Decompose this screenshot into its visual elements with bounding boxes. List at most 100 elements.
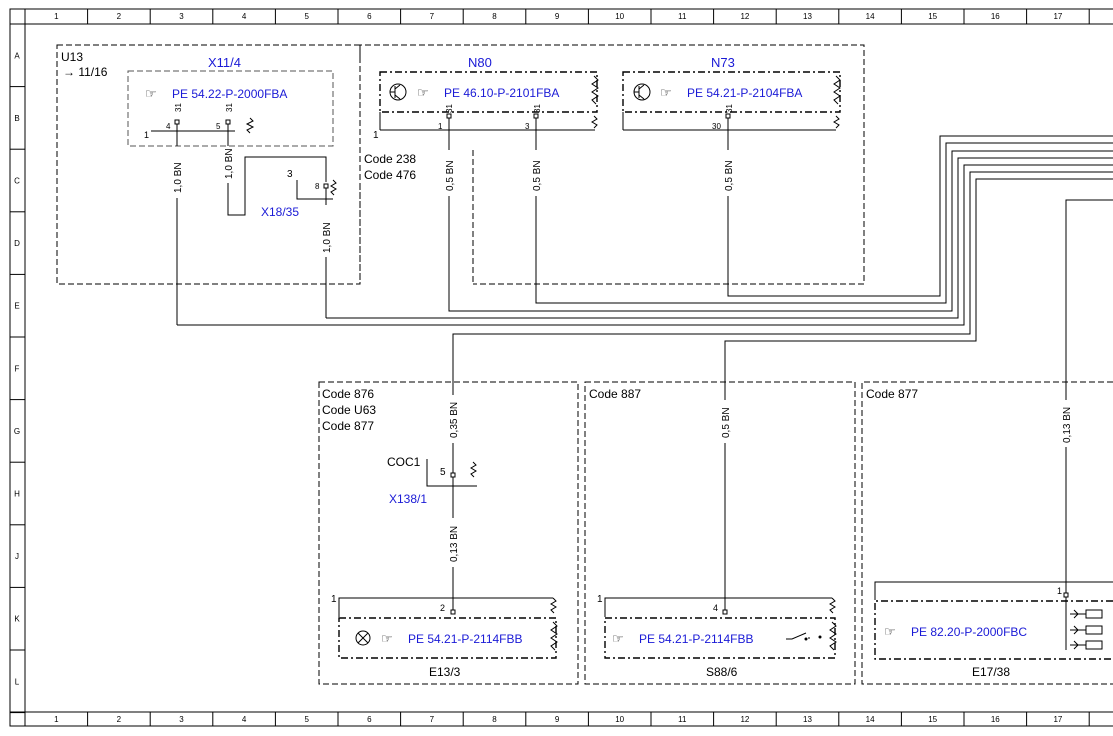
s88-pin4: 4	[713, 603, 718, 613]
ruler-bottom-9: 9	[555, 715, 560, 724]
n80-wire3-label: 0,5 BN	[532, 160, 543, 191]
e13-name: E13/3	[429, 665, 461, 679]
ruler-top-3: 3	[179, 12, 184, 21]
ruler-row-F: F	[15, 364, 20, 373]
x18-pin-left: 3	[287, 169, 293, 180]
x11-wire5-label: 1,0 BN	[224, 148, 235, 179]
ruler-top-8: 8	[492, 12, 497, 21]
ruler-top-7: 7	[430, 12, 435, 21]
s88-pe-link[interactable]: PE 54.21-P-2114FBB	[639, 632, 754, 646]
ruler-bottom-1: 1	[54, 715, 59, 724]
s88-pin-left: 1	[597, 594, 603, 605]
svg-text:PE 54.22-P-2000FBA: PE 54.22-P-2000FBA	[172, 87, 287, 101]
ruler-bottom-7: 7	[430, 715, 435, 724]
ruler-top-4: 4	[242, 12, 247, 21]
ruler-top-1: 1	[54, 12, 59, 21]
e13-coc-pin: 5	[440, 467, 446, 478]
ruler-bottom-8: 8	[492, 715, 497, 724]
ruler-top-10: 10	[615, 12, 624, 21]
bus-wire-x11	[177, 164, 1113, 326]
ruler-row-L: L	[15, 677, 20, 686]
ruler-top-9: 9	[555, 12, 560, 21]
s88-code: Code 887	[589, 387, 641, 401]
e13-component-box	[338, 617, 557, 659]
ruler-bottom-10: 10	[615, 715, 624, 724]
e13-code-u63: Code U63	[322, 403, 376, 417]
e17-hand-icon: ☞	[884, 624, 896, 639]
ruler-row-E: E	[14, 302, 19, 311]
x11-pin-left: 1	[144, 130, 149, 140]
ruler-row-K: K	[14, 615, 20, 624]
x11-title: X11/4	[208, 55, 241, 70]
ruler-top-12: 12	[740, 12, 749, 21]
ruler-row-G: G	[14, 427, 20, 436]
ruler-bottom-13: 13	[803, 715, 812, 724]
ruler-row-C: C	[14, 177, 20, 186]
n73-title: N73	[711, 55, 735, 70]
x11-hand-icon: ☞	[145, 86, 157, 101]
u13-code-238: Code 238	[364, 152, 416, 166]
ruler-bottom-5: 5	[304, 715, 309, 724]
n80-pe-link[interactable]: PE 46.10-P-2101FBA	[444, 86, 559, 100]
x11-break-mark	[245, 117, 255, 134]
n73-pin30: 30	[712, 122, 721, 131]
ruler-bottom-12: 12	[740, 715, 749, 724]
n80-sub31b: 31	[533, 104, 542, 113]
n80-pin1: 1	[438, 122, 443, 131]
ruler-bottom-17: 17	[1053, 715, 1062, 724]
n80-pin3: 3	[525, 122, 530, 131]
n80-title: N80	[468, 55, 492, 70]
outer-frame	[9, 8, 1113, 727]
e13-pe-link[interactable]: PE 54.21-P-2114FBB	[408, 632, 523, 646]
x11-sub31a: 31	[174, 103, 183, 112]
svg-text:PE 54.21-P-2114FBB: PE 54.21-P-2114FBB	[639, 632, 754, 646]
e13-coc-label: COC1	[387, 455, 421, 469]
x18-title: X18/35	[261, 205, 299, 219]
ruler-bottom-16: 16	[991, 715, 1000, 724]
switch-icon	[786, 632, 810, 640]
ruler-marks: 1122334455667788991010111112121313141415…	[10, 9, 1090, 726]
e13-hand-icon: ☞	[381, 631, 393, 646]
n73-pe-link[interactable]: PE 54.21-P-2104FBA	[687, 86, 802, 100]
svg-text:PE 54.21-P-2114FBB: PE 54.21-P-2114FBB	[408, 632, 523, 646]
e17-boundary	[861, 381, 1113, 685]
ruler-row-B: B	[14, 114, 19, 123]
e17-name: E17/38	[972, 665, 1010, 679]
x11-connector-box	[127, 70, 334, 147]
u13-boundary	[56, 44, 361, 285]
ruler-top-16: 16	[991, 12, 1000, 21]
ruler-top-15: 15	[928, 12, 937, 21]
u13-reference: → 11/16	[63, 65, 108, 79]
e17-pe-link[interactable]: PE 82.20-P-2000FBC	[911, 625, 1027, 639]
ruler-row-J: J	[15, 552, 19, 561]
ruler-bottom-4: 4	[242, 715, 247, 724]
ruler-top-11: 11	[678, 12, 687, 21]
n73-sub31: 31	[725, 104, 734, 113]
e13-wire-bottom-label: 0,13 BN	[449, 526, 460, 562]
bus-wire-e17	[1065, 199, 1113, 400]
ruler-bottom-15: 15	[928, 715, 937, 724]
bus-wire-s88	[724, 178, 1113, 400]
e17-component-box	[874, 600, 1113, 660]
ruler-bottom-2: 2	[117, 715, 122, 724]
e13-pin2: 2	[440, 603, 445, 613]
x138-title: X138/1	[389, 492, 427, 506]
e17-code: Code 877	[866, 387, 918, 401]
e17-wire-label: 0,13 BN	[1062, 407, 1073, 443]
n80-wire1-label: 0,5 BN	[445, 160, 456, 191]
svg-text:PE 46.10-P-2101FBA: PE 46.10-P-2101FBA	[444, 86, 559, 100]
ruler-bottom-11: 11	[678, 715, 687, 724]
n80-pin-left: 1	[373, 130, 379, 141]
e13-code-876: Code 876	[322, 387, 374, 401]
svg-text:PE 54.21-P-2104FBA: PE 54.21-P-2104FBA	[687, 86, 802, 100]
x18-pin8: 8	[315, 182, 320, 191]
x11-pe-link[interactable]: PE 54.22-P-2000FBA	[172, 87, 287, 101]
n73-wire-label: 0,5 BN	[724, 160, 735, 191]
e13-boundary	[318, 381, 579, 685]
ruler-bottom-3: 3	[179, 715, 184, 724]
ruler-top-17: 17	[1053, 12, 1062, 21]
lamp-icon	[355, 630, 371, 646]
ruler-bottom-6: 6	[367, 715, 372, 724]
s88-component-box	[604, 617, 836, 659]
